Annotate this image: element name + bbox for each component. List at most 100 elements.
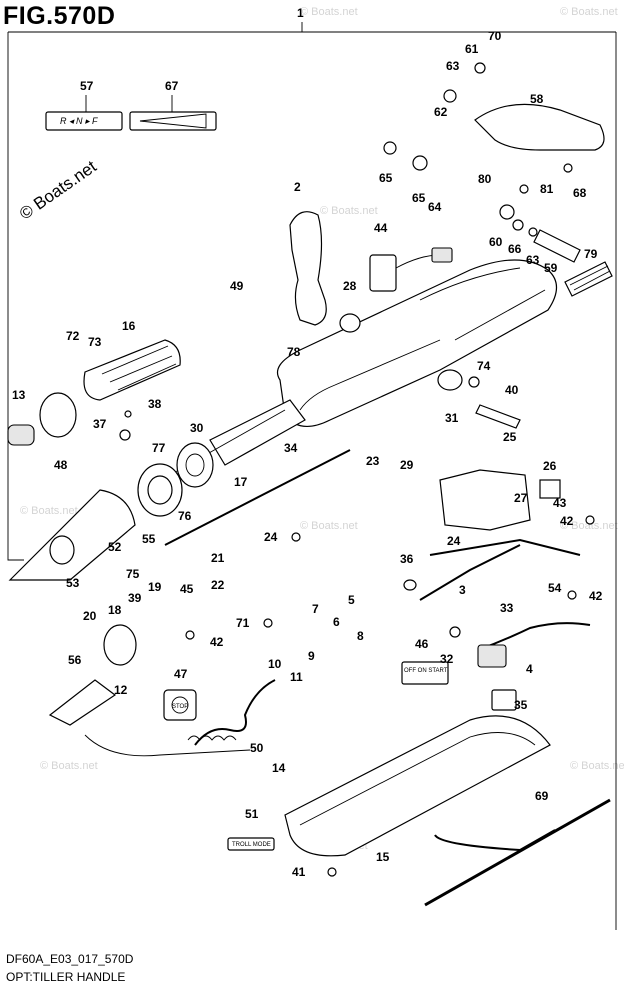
watermark: © Boats.net <box>20 505 78 517</box>
throttle-housing <box>439 469 531 531</box>
callout-50: 50 <box>250 741 264 755</box>
callout-47: 47 <box>174 667 188 681</box>
callout-3: 3 <box>459 583 466 597</box>
callout-24: 24 <box>447 534 461 548</box>
callout-34: 34 <box>284 441 298 455</box>
callout-25: 25 <box>503 430 517 444</box>
callout-17: 17 <box>234 475 248 489</box>
callout-49: 49 <box>230 279 244 293</box>
callout-42: 42 <box>589 589 603 603</box>
callout-54: 54 <box>548 581 562 595</box>
callout-28: 28 <box>343 279 357 293</box>
callout-62: 62 <box>434 105 448 119</box>
callout-10: 10 <box>268 657 282 671</box>
callout-78: 78 <box>287 345 301 359</box>
shaft-tube <box>209 399 306 466</box>
watermark: © Boats.net <box>300 520 358 532</box>
callout-44: 44 <box>374 221 388 235</box>
callout-41: 41 <box>292 865 306 879</box>
callout-42: 42 <box>560 514 574 528</box>
watermark: © Boats.net <box>560 6 618 18</box>
bolt-40 <box>475 404 521 429</box>
callout-15: 15 <box>376 850 390 864</box>
callout-4: 4 <box>526 662 533 676</box>
bracket-56 <box>48 679 117 726</box>
callout-73: 73 <box>88 335 102 349</box>
spring-79 <box>564 261 613 297</box>
callout-33: 33 <box>500 601 514 615</box>
callout-29: 29 <box>400 458 414 472</box>
throttle-decal-67 <box>129 111 217 131</box>
wire-harness <box>477 622 591 651</box>
callout-69: 69 <box>535 789 549 803</box>
callout-14: 14 <box>272 761 286 775</box>
callout-71: 71 <box>236 616 250 630</box>
stop-label: STOP <box>172 704 188 710</box>
callout-13: 13 <box>12 388 26 402</box>
small-hardware <box>119 62 595 877</box>
callout-77: 77 <box>152 441 166 455</box>
throttle-wedge <box>139 113 207 129</box>
callout-51: 51 <box>245 807 259 821</box>
callout-42: 42 <box>210 635 224 649</box>
callout-59: 59 <box>544 261 558 275</box>
callout-66: 66 <box>508 242 522 256</box>
collar-31 <box>437 369 463 391</box>
switch-plate-text: OFF ON START <box>404 668 448 674</box>
troll-rod <box>424 798 611 907</box>
callout-2: 2 <box>294 180 301 194</box>
cable-3 <box>419 544 521 601</box>
callout-19: 19 <box>148 580 162 594</box>
shift-rod <box>164 449 351 546</box>
callout-79: 79 <box>584 247 598 261</box>
callout-70: 70 <box>488 29 502 43</box>
bracket-35 <box>491 689 517 711</box>
friction-ring-30 <box>176 442 214 488</box>
callout-68: 68 <box>573 186 587 200</box>
shift-lever <box>289 211 327 326</box>
shift-decal-text: R ◂ N ▸ F <box>60 116 98 126</box>
cable-33 <box>429 538 581 556</box>
callout-16: 16 <box>122 319 136 333</box>
callout-57: 57 <box>80 79 94 93</box>
callout-20: 20 <box>83 609 97 623</box>
callout-38: 38 <box>148 397 162 411</box>
callout-76: 76 <box>178 509 192 523</box>
watermark: © Boats.net <box>40 760 98 772</box>
callout-45: 45 <box>180 582 194 596</box>
footer-description: OPT:TILLER HANDLE <box>6 970 126 984</box>
callout-23: 23 <box>366 454 380 468</box>
stop-plate <box>163 689 197 721</box>
callout-12: 12 <box>114 683 128 697</box>
callout-80: 80 <box>478 172 492 186</box>
figure-title: FIG.570D <box>3 2 116 30</box>
watermark: © Boats.net <box>560 520 618 532</box>
callout-11: 11 <box>290 670 303 684</box>
callout-72: 72 <box>66 329 80 343</box>
callout-52: 52 <box>108 540 122 554</box>
callout-61: 61 <box>465 42 479 56</box>
callout-63: 63 <box>446 59 460 73</box>
callout-5: 5 <box>348 593 355 607</box>
callout-53: 53 <box>66 576 80 590</box>
grip-cover-cone <box>8 489 136 581</box>
shift-decal-57 <box>45 111 123 131</box>
callout-64: 64 <box>428 200 442 214</box>
callout-48: 48 <box>54 458 68 472</box>
callout-63: 63 <box>526 253 540 267</box>
bolt-59 <box>533 229 581 263</box>
switch-plate <box>401 661 449 685</box>
callout-46: 46 <box>415 637 429 651</box>
callout-65: 65 <box>379 171 393 185</box>
plate-26 <box>539 479 561 499</box>
throttle-grip <box>83 339 181 401</box>
callout-81: 81 <box>540 182 554 196</box>
footer-code: DF60A_E03_017_570D <box>6 952 134 966</box>
callout-35: 35 <box>514 698 528 712</box>
callout-65: 65 <box>412 191 426 205</box>
callout-74: 74 <box>477 359 491 373</box>
watermark: © Boats.net <box>320 205 378 217</box>
switch-12 <box>103 624 137 666</box>
